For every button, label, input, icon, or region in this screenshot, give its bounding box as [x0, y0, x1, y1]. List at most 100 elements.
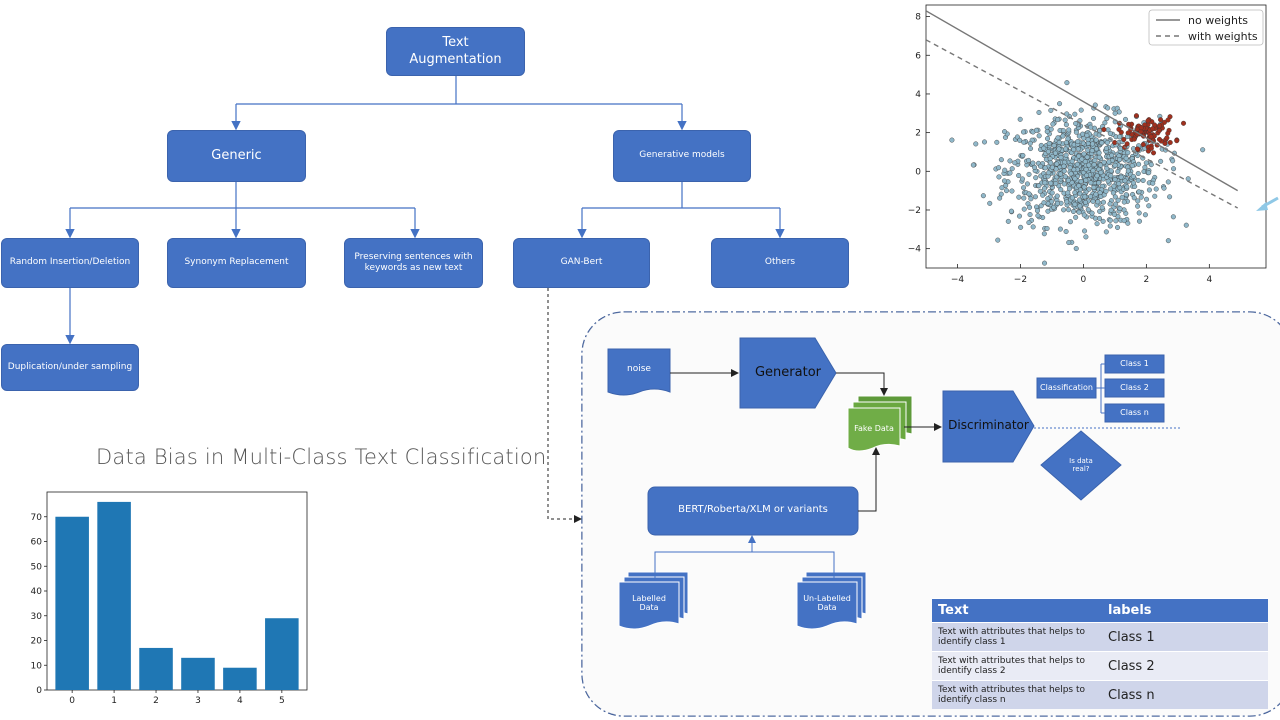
- scatter-point-0-242: [1113, 201, 1119, 207]
- scatter-point-0-870: [1123, 155, 1129, 161]
- scatter-point-0-262: [1042, 260, 1048, 266]
- scatter-line-0: [926, 10, 1239, 192]
- scatter-point-0-704: [1016, 213, 1022, 219]
- scatter-point-0-876: [1081, 184, 1087, 190]
- scatter-point-0-645: [1093, 146, 1099, 152]
- scatter-point-0-758: [1084, 132, 1090, 138]
- discriminator-shape: [942, 390, 1035, 463]
- scatter-point-0-502: [1030, 224, 1036, 230]
- scatter-point-0-506: [1027, 204, 1033, 210]
- scatter-point-0-872: [1002, 129, 1008, 135]
- bar-xtick-label-3: 3: [195, 696, 201, 706]
- scatter-point-0-525: [1113, 218, 1119, 224]
- scatter-point-0-488: [1009, 188, 1015, 194]
- generator-label: Generator: [754, 365, 821, 380]
- scatter-point-0-538: [1200, 147, 1206, 153]
- scatter-point-0-854: [1046, 140, 1052, 146]
- unlabelled-data-shape: [796, 571, 867, 630]
- generator-shape: [739, 337, 837, 409]
- scatter-point-0-679: [1109, 152, 1115, 158]
- scatter-point-0-850: [1094, 173, 1100, 179]
- scatter-point-0-315: [1148, 162, 1154, 168]
- scatter-point-1-24: [1167, 139, 1173, 145]
- scatter-point-0-884: [1065, 190, 1071, 196]
- scatter-point-0-885: [1098, 170, 1104, 176]
- bar-1: [97, 501, 131, 690]
- scatter-point-0-802: [1073, 120, 1079, 126]
- scatter-point-0-483: [1085, 207, 1091, 213]
- scatter-point-0-777: [1108, 186, 1114, 192]
- scatter-point-0-782: [1121, 218, 1127, 224]
- bar-xtick-label-5: 5: [279, 696, 285, 706]
- scatter-point-0-431: [1117, 134, 1123, 140]
- scatter-ytick-label-1: −2: [908, 206, 921, 216]
- scatter-point-0-648: [1027, 212, 1033, 218]
- scatter-point-0-763: [1130, 180, 1136, 186]
- scatter-point-0-762: [1048, 180, 1054, 186]
- scatter-point-0-789: [1077, 203, 1083, 209]
- scatter-point-0-853: [1112, 110, 1118, 116]
- scatter-xtick-label-3: 2: [1144, 275, 1150, 285]
- scatter-point-0-455: [1021, 195, 1027, 201]
- bar-ytick-label-3: 30: [31, 612, 43, 622]
- scatter-point-0-339: [1021, 185, 1027, 191]
- scatter-point-0-708: [987, 200, 993, 206]
- noise-label: noise: [627, 364, 651, 374]
- scatter-xtick-label-4: 4: [1206, 275, 1212, 285]
- scatter-ytick-label-6: 8: [915, 13, 921, 23]
- scatter-point-0-361: [1058, 154, 1064, 160]
- table-cell-label: Class 1: [1102, 622, 1268, 652]
- scatter-point-0-692: [999, 185, 1005, 191]
- classification-label: Classification: [1040, 383, 1093, 392]
- scatter-point-0-518: [1083, 234, 1089, 240]
- scatter-point-0-785: [1063, 146, 1069, 152]
- bar-5: [265, 618, 299, 690]
- scatter-point-0-899: [1121, 199, 1127, 205]
- bar-xtick-label-2: 2: [153, 696, 159, 706]
- scatter-point-0-791: [1017, 116, 1023, 122]
- scatter-point-0-641: [1161, 185, 1167, 191]
- header-text: Text: [932, 598, 1102, 623]
- scatter-point-0-720: [1026, 220, 1032, 226]
- scatter-point-0-892: [1076, 183, 1082, 189]
- scatter-point-0-582: [1084, 154, 1090, 160]
- scatter-point-0-181: [1028, 196, 1034, 202]
- scatter-point-0-713: [1072, 201, 1078, 207]
- scatter-point-0-436: [1092, 102, 1098, 108]
- scatter-point-0-874: [1056, 139, 1062, 145]
- scatter-point-0-495: [1096, 215, 1102, 221]
- bar-ytick-label-5: 50: [31, 562, 43, 572]
- scatter-point-1-23: [1151, 150, 1157, 156]
- scatter-point-0-200: [1078, 107, 1084, 113]
- scatter-point-0-886: [1056, 146, 1062, 152]
- labelled-data-shape: [618, 571, 689, 630]
- discriminator-label: Discriminator: [948, 418, 1029, 432]
- scatter-point-0-803: [1061, 168, 1067, 174]
- scatter-point-1-95: [1148, 134, 1154, 140]
- scatter-point-0-292: [1073, 129, 1079, 135]
- scatter-point-0-420: [1112, 194, 1118, 200]
- scatter-point-0-891: [1117, 157, 1123, 163]
- scatter-point-0-647: [1074, 161, 1080, 167]
- scatter-point-0-830: [1130, 173, 1136, 179]
- scatter-point-0-466: [1097, 208, 1103, 214]
- scatter-point-0-443: [997, 195, 1003, 201]
- scatter-point-0-196: [1183, 222, 1189, 228]
- scatter-point-0-552: [1053, 180, 1059, 186]
- scatter-point-0-444: [995, 237, 1001, 243]
- scatter-point-0-756: [1088, 193, 1094, 199]
- scatter-point-0-240: [1026, 191, 1032, 197]
- scatter-point-1-82: [1165, 130, 1171, 136]
- scatter-point-0-826: [1036, 183, 1042, 189]
- fake-data-shape: [847, 395, 913, 452]
- scatter-point-0-380: [1072, 111, 1078, 117]
- scatter-point-0-832: [1058, 171, 1064, 177]
- scatter-point-0-881: [1051, 142, 1057, 148]
- scatter-point-0-729: [1040, 192, 1046, 198]
- scatter-point-0-596: [1152, 193, 1158, 199]
- scatter-point-0-819: [1153, 186, 1159, 192]
- scatter-point-0-302: [1019, 176, 1025, 182]
- scatter-point-0-497: [1018, 224, 1024, 230]
